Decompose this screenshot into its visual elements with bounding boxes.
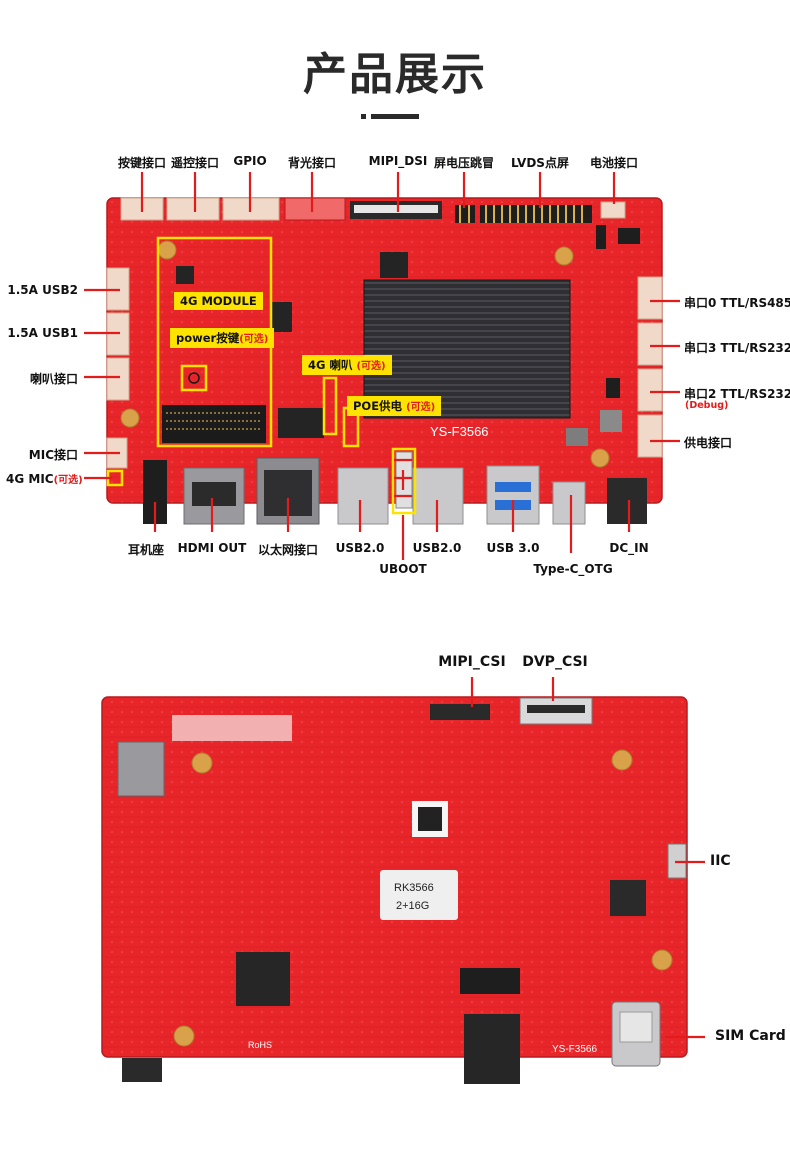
label-backlight-port: 背光接口 [287, 156, 337, 170]
tag-poe: POE供电 (可选) [347, 396, 442, 416]
chip-label-memory: 2+16G [396, 900, 429, 912]
label-uboot: UBOOT [379, 562, 427, 576]
label-power-port: 供电接口 [684, 436, 733, 450]
front-board: YS-F3566 [106, 197, 663, 525]
optional-note: (可选) [406, 402, 436, 413]
label-uart0: 串口0 TTL/RS485 [684, 296, 790, 310]
back-silk-text: YS-F3566 [552, 1044, 597, 1055]
front-silk-text: YS-F3566 [430, 424, 489, 439]
page-title: 产品展示 [303, 49, 487, 100]
label-hdmi-out: HDMI OUT [177, 541, 247, 555]
tag-power-button: power按键(可选) [170, 328, 275, 348]
label-uart3: 串口3 TTL/RS232 [684, 341, 790, 355]
label-dvp-csi: DVP_CSI [522, 654, 588, 670]
label-uart2: 串口2 TTL/RS232 [684, 387, 790, 401]
chip-label-model: RK3566 [394, 882, 434, 894]
label-remote-port: 遥控接口 [170, 156, 220, 170]
optional-note: (可选) [53, 475, 83, 486]
title-divider [361, 114, 419, 119]
label-ethernet: 以太网接口 [257, 543, 319, 557]
tag-4g-module: 4G MODULE [174, 292, 263, 310]
label-screen-voltage-jumper: 屏电压跳冒 [433, 156, 495, 170]
front-pointers [84, 172, 680, 560]
label-usb2-b: USB2.0 [412, 541, 462, 555]
label-speaker-port: 喇叭接口 [29, 372, 78, 386]
label-dc-in: DC_IN [609, 541, 649, 555]
label-sim-card: SIM Card [715, 1028, 786, 1044]
optional-note: (可选) [239, 334, 269, 345]
label-gpio: GPIO [233, 154, 267, 168]
label-4g-mic: 4G MIC(可选) [6, 472, 83, 486]
label-mipi-dsi: MIPI_DSI [368, 154, 428, 168]
rohs-mark: RoHS [248, 1040, 272, 1050]
optional-note: (可选) [356, 361, 386, 372]
label-usb3: USB 3.0 [486, 541, 540, 555]
back-pointers [470, 677, 705, 1039]
label-battery-port: 电池接口 [589, 156, 639, 170]
label-lvds: LVDS点屏 [511, 156, 569, 170]
label-typec-otg: Type-C_OTG [533, 562, 613, 576]
label-button-port: 按键接口 [117, 156, 167, 170]
label-usb1-left: 1.5A USB1 [7, 326, 78, 340]
label-usb2-left: 1.5A USB2 [7, 283, 78, 297]
back-board: RK3566 2+16G YS-F3566 RoHS [101, 696, 688, 1084]
label-usb2-a: USB2.0 [335, 541, 385, 555]
label-debug: (Debug) [685, 400, 729, 411]
tag-4g-speaker: 4G 喇叭 (可选) [302, 355, 392, 375]
label-iic: IIC [710, 853, 731, 869]
label-mipi-csi: MIPI_CSI [438, 654, 506, 670]
label-headphone: 耳机座 [127, 543, 165, 557]
label-mic-port: MIC接口 [28, 448, 78, 462]
